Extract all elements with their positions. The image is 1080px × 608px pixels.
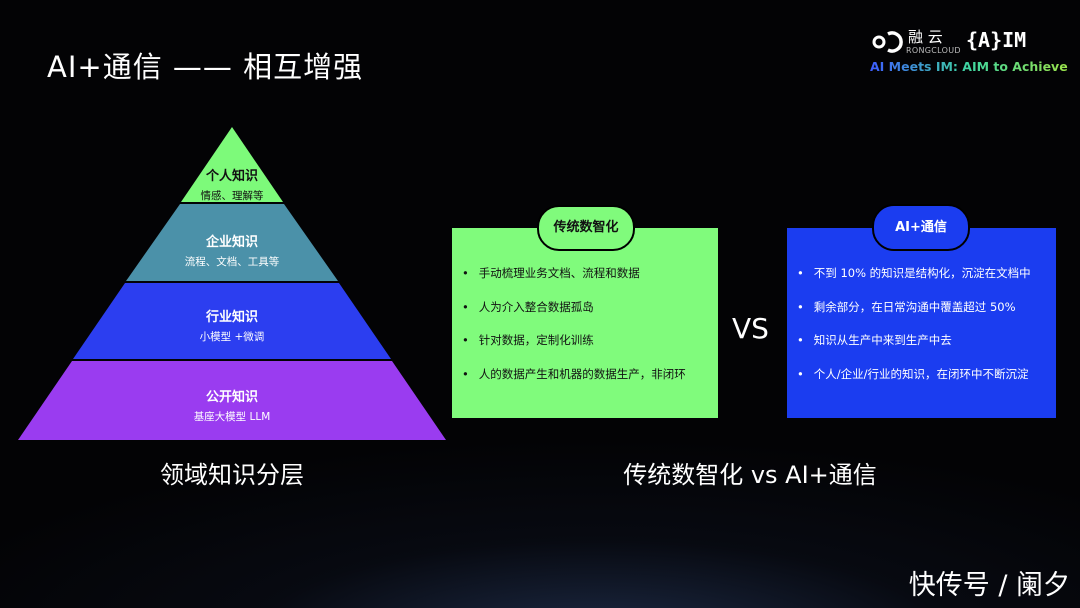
list-item: 知识从生产中来到生产中去 — [797, 325, 1031, 359]
pyramid-label-public: 公开知识基座大模型 LLM — [193, 390, 271, 423]
pyramid-layer-personal — [181, 127, 283, 202]
list-item: 人的数据产生和机器的数据生产，非闭环 — [462, 359, 686, 393]
list-item: 个人/企业/行业的知识，在闭环中不断沉淀 — [797, 359, 1031, 393]
ai-comm-label: AI+通信 — [872, 204, 970, 251]
page-title: AI+通信 —— 相互增强 — [47, 50, 364, 84]
vs-label: VS — [732, 312, 769, 345]
list-item: 针对数据，定制化训练 — [462, 325, 686, 359]
list-item: 手动梳理业务文档、流程和数据 — [462, 258, 686, 292]
pyramid-label-industry: 行业知识小模型 +微调 — [199, 310, 265, 343]
aim-logo: {A}IM — [966, 28, 1027, 52]
pyramid-label-enterprise: 企业知识流程、文档、工具等 — [184, 235, 280, 268]
pyramid-layer-public — [18, 361, 446, 440]
list-item: 剩余部分，在日常沟通中覆盖超过 50% — [797, 292, 1031, 326]
watermark: 快传号 / 阑夕 — [908, 570, 1070, 601]
pyramid-caption: 领域知识分层 — [160, 461, 304, 489]
traditional-card: 手动梳理业务文档、流程和数据 人为介入整合数据孤岛 针对数据，定制化训练 人的数… — [452, 228, 718, 418]
list-item: 不到 10% 的知识是结构化，沉淀在文档中 — [797, 258, 1031, 292]
traditional-label: 传统数智化 — [537, 205, 635, 251]
rongcloud-logo-icon — [872, 31, 903, 53]
tagline: AI Meets IM: AIM to Achieve — [870, 59, 1068, 74]
brand-subtitle: RONGCLOUD — [906, 46, 961, 55]
ai-comm-card: 不到 10% 的知识是结构化，沉淀在文档中 剩余部分，在日常沟通中覆盖超过 50… — [787, 228, 1056, 418]
pyramid-layer-enterprise — [126, 204, 338, 281]
brand-name: 融 云 — [908, 28, 943, 46]
logo — [870, 28, 904, 58]
knowledge-pyramid — [18, 127, 446, 440]
list-item: 人为介入整合数据孤岛 — [462, 292, 686, 326]
compare-caption: 传统数智化 vs AI+通信 — [623, 461, 877, 489]
pyramid-label-personal: 个人知识情感、理解等 — [200, 169, 264, 202]
pyramid-layer-industry — [73, 283, 391, 359]
